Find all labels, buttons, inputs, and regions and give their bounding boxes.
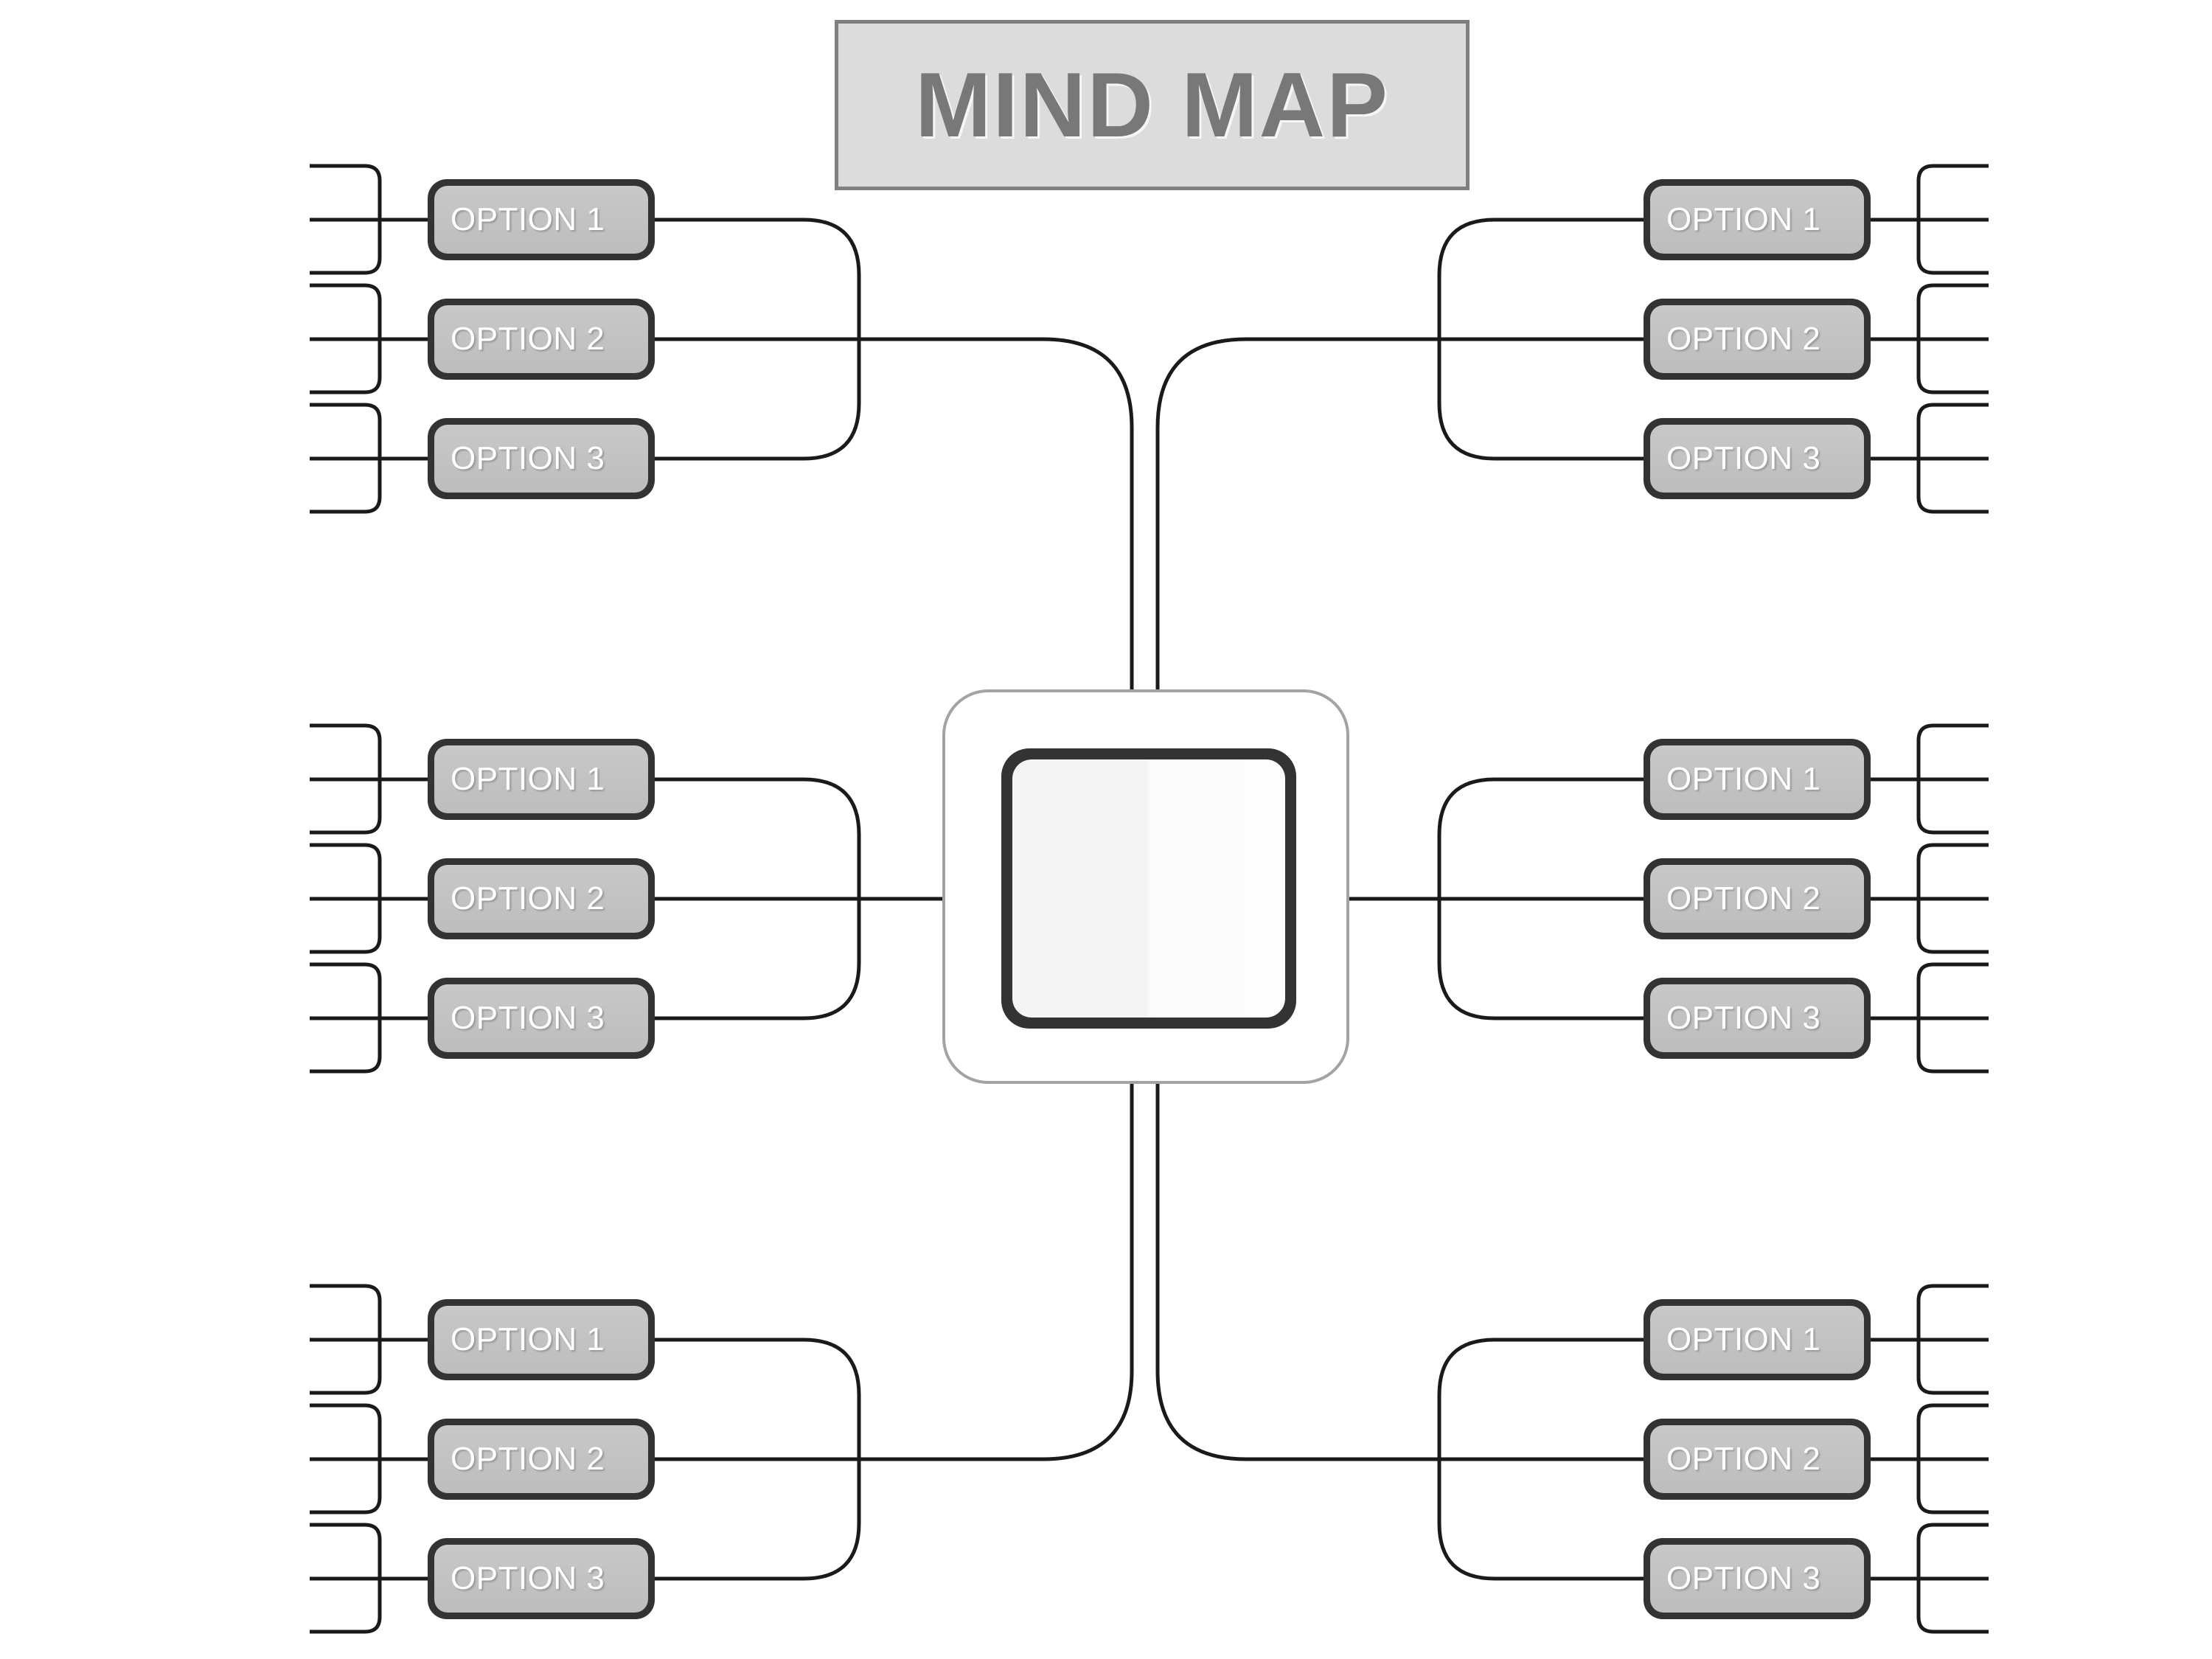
option-node-surface: OPTION 3 [434, 1545, 648, 1613]
option-label: OPTION 2 [451, 880, 605, 917]
group-bracket [655, 777, 861, 1020]
option-node-middle-left-1[interactable]: OPTION 1 [428, 739, 655, 820]
leaf-bracket [1916, 843, 1989, 954]
leaf-bracket [310, 962, 382, 1074]
leaf-bracket [1916, 723, 1989, 835]
option-label: OPTION 3 [1666, 440, 1821, 476]
option-node-bottom-left-2[interactable]: OPTION 2 [428, 1419, 655, 1500]
option-node-bottom-right-2[interactable]: OPTION 2 [1644, 1419, 1871, 1500]
option-node-middle-right-3[interactable]: OPTION 3 [1644, 978, 1871, 1059]
group-bracket [1437, 777, 1644, 1020]
mind-map-title-banner: MIND MAP [835, 20, 1470, 190]
group-bracket [1437, 1338, 1644, 1581]
leaf-bracket [1916, 1284, 1989, 1395]
leaf-bracket [1916, 164, 1989, 275]
option-node-middle-left-3[interactable]: OPTION 3 [428, 978, 655, 1059]
option-node-surface: OPTION 2 [434, 865, 648, 933]
group-bracket [655, 1338, 861, 1581]
option-label: OPTION 2 [1666, 880, 1821, 917]
option-node-bottom-left-1[interactable]: OPTION 1 [428, 1299, 655, 1380]
trunk-bottom-right [1155, 1084, 1439, 1461]
option-node-surface: OPTION 1 [434, 1306, 648, 1374]
option-node-middle-right-2[interactable]: OPTION 2 [1644, 858, 1871, 939]
option-label: OPTION 3 [1666, 1000, 1821, 1036]
option-node-middle-left-2[interactable]: OPTION 2 [428, 858, 655, 939]
option-label: OPTION 2 [1666, 321, 1821, 357]
central-topic-frame [1001, 748, 1296, 1029]
leaf-bracket [310, 1284, 382, 1395]
leaf-bracket [310, 843, 382, 954]
option-node-top-right-3[interactable]: OPTION 3 [1644, 418, 1871, 499]
option-label: OPTION 3 [451, 1000, 605, 1036]
option-node-surface: OPTION 2 [1650, 865, 1864, 933]
option-node-surface: OPTION 1 [434, 186, 648, 254]
option-label: OPTION 1 [1666, 1321, 1821, 1357]
option-node-surface: OPTION 2 [434, 305, 648, 373]
option-node-surface: OPTION 3 [434, 984, 648, 1052]
page-title: MIND MAP [915, 54, 1389, 156]
option-node-surface: OPTION 3 [1650, 1545, 1864, 1613]
group-bracket [655, 218, 861, 461]
option-node-surface: OPTION 3 [1650, 984, 1864, 1052]
option-node-surface: OPTION 2 [434, 1425, 648, 1493]
option-node-top-left-2[interactable]: OPTION 2 [428, 299, 655, 380]
option-node-surface: OPTION 2 [1650, 305, 1864, 373]
trunk-top-left [859, 337, 1134, 689]
option-node-top-left-3[interactable]: OPTION 3 [428, 418, 655, 499]
leaf-bracket [310, 164, 382, 275]
option-label: OPTION 2 [1666, 1441, 1821, 1477]
option-label: OPTION 2 [451, 321, 605, 357]
option-label: OPTION 1 [451, 201, 605, 237]
option-node-top-right-1[interactable]: OPTION 1 [1644, 179, 1871, 260]
leaf-bracket [310, 1523, 382, 1634]
trunk-bottom-left [859, 1084, 1134, 1461]
option-node-bottom-left-3[interactable]: OPTION 3 [428, 1538, 655, 1619]
leaf-bracket [310, 1403, 382, 1514]
trunk-top-right [1155, 337, 1439, 689]
central-topic-node[interactable] [942, 689, 1349, 1084]
leaf-bracket [1916, 1403, 1989, 1514]
option-node-surface: OPTION 3 [434, 425, 648, 493]
option-node-top-right-2[interactable]: OPTION 2 [1644, 299, 1871, 380]
option-label: OPTION 3 [451, 1560, 605, 1596]
leaf-bracket [1916, 1523, 1989, 1634]
option-node-surface: OPTION 1 [1650, 186, 1864, 254]
option-node-surface: OPTION 1 [1650, 745, 1864, 813]
option-node-surface: OPTION 1 [1650, 1306, 1864, 1374]
leaf-bracket [310, 283, 382, 394]
option-node-top-left-1[interactable]: OPTION 1 [428, 179, 655, 260]
leaf-bracket [1916, 283, 1989, 394]
option-label: OPTION 2 [451, 1441, 605, 1477]
option-node-middle-right-1[interactable]: OPTION 1 [1644, 739, 1871, 820]
option-label: OPTION 1 [1666, 761, 1821, 797]
option-node-bottom-right-3[interactable]: OPTION 3 [1644, 1538, 1871, 1619]
option-node-surface: OPTION 3 [1650, 425, 1864, 493]
group-bracket [1437, 218, 1644, 461]
option-node-surface: OPTION 1 [434, 745, 648, 813]
option-node-surface: OPTION 2 [1650, 1425, 1864, 1493]
leaf-bracket [310, 403, 382, 514]
leaf-bracket [1916, 403, 1989, 514]
option-label: OPTION 1 [451, 761, 605, 797]
leaf-bracket [310, 723, 382, 835]
option-label: OPTION 3 [451, 440, 605, 476]
option-label: OPTION 1 [451, 1321, 605, 1357]
leaf-bracket [1916, 962, 1989, 1074]
option-label: OPTION 1 [1666, 201, 1821, 237]
option-node-bottom-right-1[interactable]: OPTION 1 [1644, 1299, 1871, 1380]
option-label: OPTION 3 [1666, 1560, 1821, 1596]
central-topic-surface[interactable] [1012, 759, 1285, 1018]
